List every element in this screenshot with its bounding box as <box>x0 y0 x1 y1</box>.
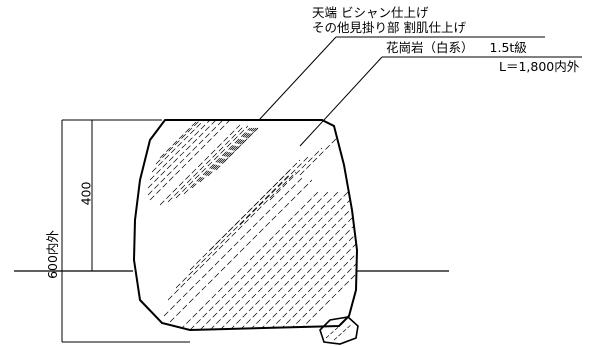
top-finish-label: 天端 ビシャン仕上げ <box>312 5 429 20</box>
length-label: L＝1,800内外 <box>499 59 580 74</box>
dimension-400-label: 400 <box>78 181 94 206</box>
stone-outline <box>132 119 359 332</box>
material-label: 花崗岩（白系） 1.5t級 <box>386 41 527 55</box>
small-stone <box>319 316 359 345</box>
grade-label: 1.5t級 <box>489 40 527 55</box>
stone-hatching <box>147 120 357 330</box>
dimension-600-label: 600内外 <box>44 230 60 279</box>
other-finish-label: その他見掛り部 割肌仕上げ <box>312 20 466 35</box>
material-name: 花崗岩（白系） <box>386 40 474 55</box>
dimension-lines <box>61 119 190 343</box>
leader-lines <box>258 36 582 147</box>
